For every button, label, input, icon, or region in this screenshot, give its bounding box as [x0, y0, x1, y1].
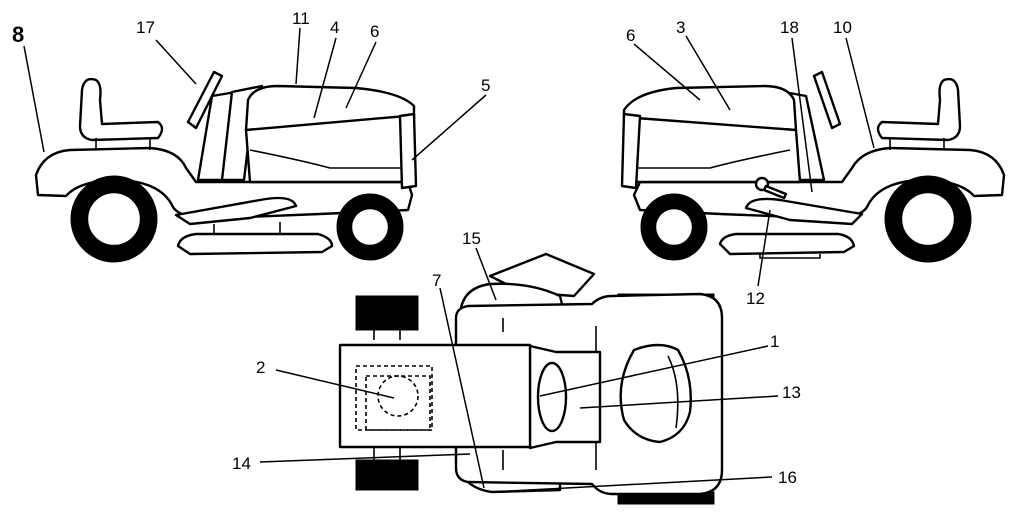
callout-4: 4 [330, 18, 339, 37]
grille [398, 112, 418, 190]
front-left-tire [355, 295, 419, 331]
callout-11: 11 [292, 9, 310, 28]
front-right-tire [355, 459, 419, 491]
steering-wheel [812, 70, 842, 130]
callout-7: 7 [432, 271, 441, 290]
seat [78, 77, 164, 142]
callout-6-right: 6 [626, 26, 635, 45]
callout-1: 1 [770, 332, 779, 351]
hood [622, 84, 798, 132]
grille [620, 112, 642, 190]
callout-15: 15 [462, 229, 481, 248]
callout-labels: 8 17 11 4 6 5 6 3 18 10 12 15 7 2 14 1 1… [12, 9, 852, 487]
hood-side [630, 116, 802, 184]
hood-top [338, 343, 532, 449]
callout-17: 17 [136, 18, 155, 37]
leader-lines [23, 27, 875, 493]
seat [876, 77, 962, 142]
callout-12: 12 [746, 289, 765, 308]
callout-18: 18 [780, 18, 799, 37]
tractor-top-view [338, 252, 724, 505]
seat-top [619, 343, 692, 444]
callout-2: 2 [256, 358, 265, 377]
callout-6-left: 6 [370, 22, 379, 41]
callout-13: 13 [782, 383, 801, 402]
mower-deck [176, 232, 334, 256]
mower-deck [718, 232, 856, 256]
steering-wheel [186, 70, 224, 130]
callout-10: 10 [833, 18, 852, 37]
tractor-left-side-view [34, 70, 418, 263]
callout-8: 8 [12, 22, 24, 47]
callout-16: 16 [778, 468, 797, 487]
callout-3: 3 [676, 18, 685, 37]
callout-5: 5 [481, 76, 490, 95]
callout-14: 14 [232, 454, 251, 473]
steering-wheel-top [536, 361, 568, 433]
tractor-right-side-view [620, 70, 1006, 263]
